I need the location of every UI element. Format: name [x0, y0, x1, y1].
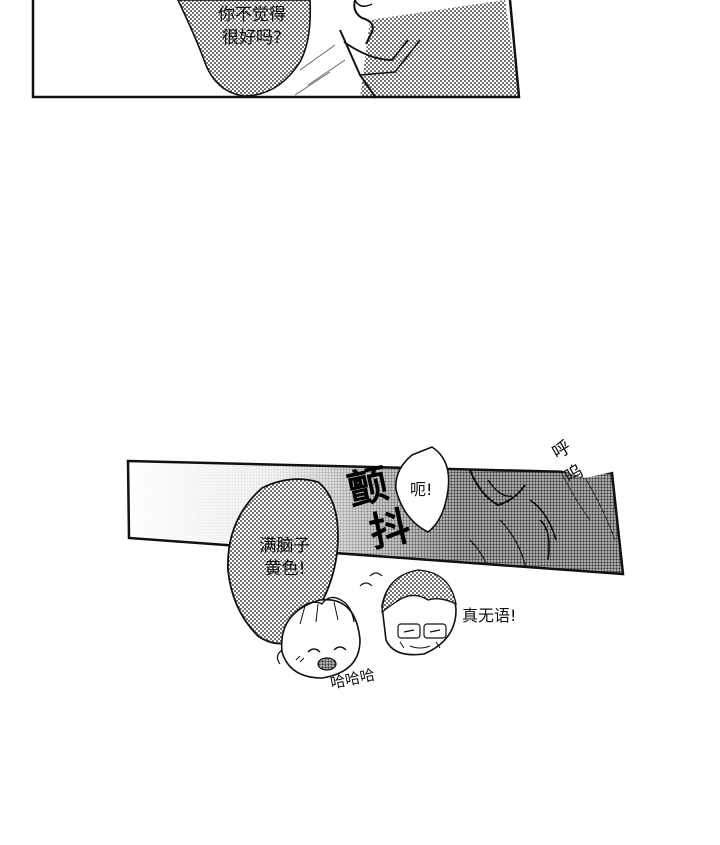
- top-bubble-text: 你不觉得 很好吗?: [212, 4, 292, 50]
- dirty-bubble-text: 满脑子 黄色!: [250, 535, 320, 581]
- dirty-bubble-line-1: 满脑子: [259, 536, 311, 556]
- chibi-laughing: [276, 596, 361, 679]
- chibi-speechless: [359, 569, 457, 656]
- dirty-bubble-line-2: 黄色!: [264, 559, 306, 579]
- top-panel: [31, 0, 521, 99]
- screentone-right: [360, 0, 519, 97]
- sfx-tremble-1: 颤: [343, 461, 393, 515]
- top-bubble-line-1: 你不觉得: [218, 5, 286, 25]
- sfx-tremble-2: 抖: [365, 503, 415, 557]
- uh-bubble-text: 呃!: [410, 480, 433, 499]
- chibi-speechless-text: 真无语!: [462, 606, 517, 625]
- speech-bubble-uh: [395, 446, 450, 533]
- top-bubble-line-2: 很好吗?: [221, 28, 283, 48]
